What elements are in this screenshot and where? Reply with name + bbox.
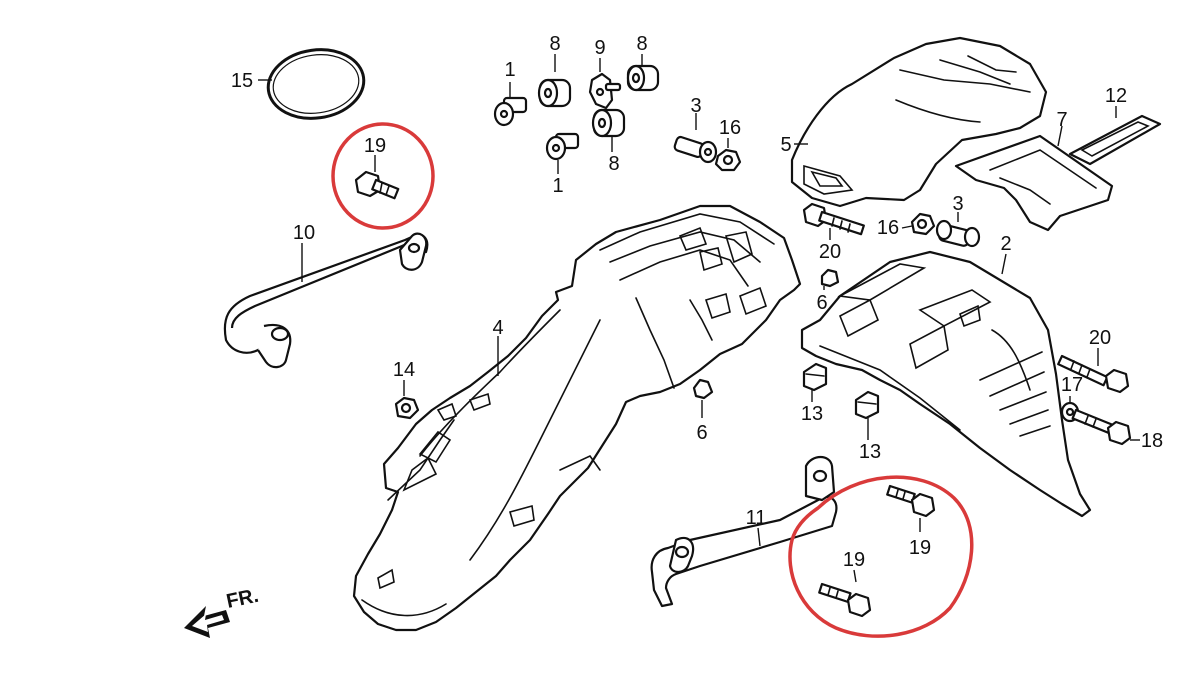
callout-10: 10 xyxy=(293,222,315,244)
callout-20-right: 20 xyxy=(1089,327,1111,349)
callout-2: 2 xyxy=(1000,233,1011,255)
part-12-label-plate xyxy=(1068,106,1162,166)
callout-19-lower-b: 19 xyxy=(843,549,865,571)
part-18-bolt xyxy=(1071,408,1140,446)
part-7-tray xyxy=(954,125,1114,232)
part-9-bracket xyxy=(588,58,622,110)
callout-8-lower: 8 xyxy=(608,153,619,175)
callout-19-lower-a: 19 xyxy=(909,537,931,559)
callout-4: 4 xyxy=(492,317,503,339)
callout-11: 11 xyxy=(746,507,767,529)
callout-3-upper: 3 xyxy=(690,95,701,117)
callout-12: 12 xyxy=(1105,85,1127,107)
callout-20-upper: 20 xyxy=(819,241,841,263)
part-20-bolt-right xyxy=(1057,348,1130,394)
part-2-rear-fender xyxy=(800,250,1092,518)
part-8-grommet-left xyxy=(537,54,572,108)
callout-13-right: 13 xyxy=(859,441,881,463)
callout-6-lower: 6 xyxy=(696,422,707,444)
callout-9: 9 xyxy=(594,37,605,59)
part-1-pin-upper xyxy=(493,82,528,127)
part-14-nut xyxy=(394,380,420,420)
part-19-bolt-upper-left xyxy=(354,155,400,200)
callout-14: 14 xyxy=(393,359,415,381)
highlight-circle-lower-right xyxy=(788,475,974,638)
part-15-o-ring xyxy=(258,48,366,120)
callout-7: 7 xyxy=(1056,109,1067,131)
callout-18: 18 xyxy=(1141,430,1163,452)
part-19-bolt-lower-upper xyxy=(886,484,936,532)
part-11-grab-rail-right xyxy=(650,455,838,608)
part-3-collar-upper xyxy=(673,113,718,164)
part-20-bolt-upper xyxy=(802,202,865,240)
part-8-grommet-right xyxy=(626,54,660,92)
part-13-clip-right xyxy=(854,390,880,440)
callout-5: 5 xyxy=(780,134,791,156)
highlight-circle-upper-left xyxy=(331,122,435,230)
part-16-nut-upper xyxy=(714,138,742,172)
part-4-rear-fender-main xyxy=(352,204,802,632)
part-1-pin-lower xyxy=(545,132,580,174)
front-direction-label: FR. xyxy=(224,585,260,613)
callout-8-right: 8 xyxy=(636,33,647,55)
part-3-collar-right xyxy=(935,212,981,248)
front-direction-arrow xyxy=(184,606,230,638)
callout-8-left: 8 xyxy=(549,33,560,55)
callout-1-lower: 1 xyxy=(552,175,563,197)
callout-3-right: 3 xyxy=(952,193,963,215)
callout-19-upper-left: 19 xyxy=(364,135,386,157)
part-10-grab-rail-left xyxy=(223,232,429,369)
part-16-nut-right xyxy=(901,212,936,236)
callout-15: 15 xyxy=(231,70,253,92)
part-13-clip-left xyxy=(802,362,828,402)
callout-17: 17 xyxy=(1061,374,1083,396)
callout-13-left: 13 xyxy=(801,403,823,425)
part-19-bolt-lower-lower xyxy=(818,569,872,618)
part-5-cover xyxy=(790,36,1048,208)
part-6-clip-lower xyxy=(692,378,714,418)
callout-6-upper: 6 xyxy=(816,292,827,314)
callout-1-upper: 1 xyxy=(504,59,515,81)
callout-16-upper: 16 xyxy=(719,117,741,139)
part-8-grommet-lower xyxy=(591,108,626,152)
callout-16-right: 16 xyxy=(877,217,899,239)
part-6-clip-upper xyxy=(820,268,840,290)
